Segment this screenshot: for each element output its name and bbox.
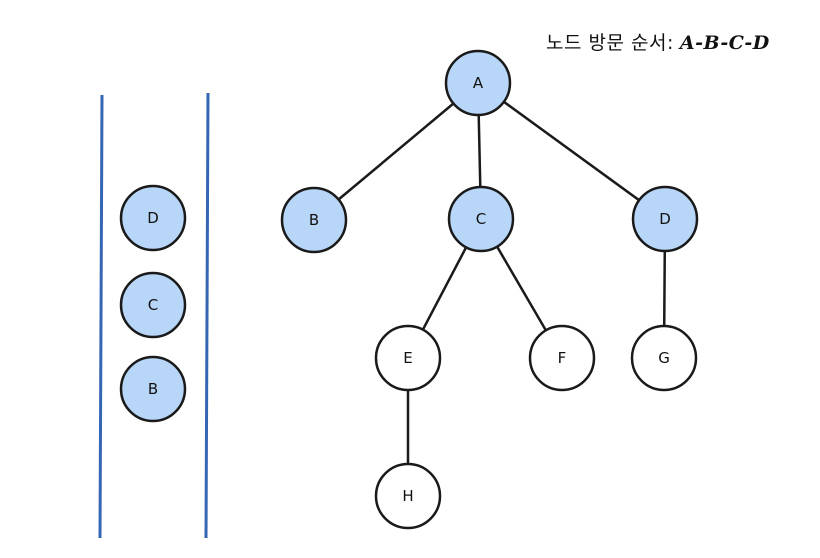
tree-node-b-circle — [280, 186, 348, 254]
queue-walls — [98, 92, 210, 539]
tree-node-e: E — [374, 324, 442, 392]
tree-node-a-label: A — [473, 74, 484, 92]
queue-node-d-label: D — [147, 209, 159, 227]
tree-node-c: C — [447, 185, 515, 253]
queue-node-b-circle — [119, 355, 187, 423]
queue-node-d: D — [119, 184, 187, 252]
edge-c-f — [496, 246, 547, 331]
queue-stack: D C B — [119, 184, 187, 423]
tree-edges — [337, 100, 667, 464]
tree-node-b: B — [280, 186, 348, 254]
tree-node-e-circle — [374, 324, 442, 392]
tree-node-f: F — [528, 324, 596, 392]
tree-node-d: D — [631, 185, 699, 253]
tree-node-h: H — [374, 462, 442, 530]
tree-node-b-label: B — [309, 211, 319, 229]
tree-node-a-circle — [444, 49, 512, 117]
tree-node-g-label: G — [658, 349, 670, 367]
tree-node-c-circle — [447, 185, 515, 253]
edge-a-b — [337, 102, 455, 201]
queue-node-c-circle — [119, 271, 187, 339]
queue-right-wall — [204, 92, 210, 539]
tree-node-f-label: F — [558, 349, 567, 367]
edge-c-e — [421, 246, 468, 331]
edge-d-g — [662, 250, 667, 327]
tree-node-c-label: C — [476, 210, 486, 228]
visit-order-caption: 노드 방문 순서:A-B-C-D — [546, 28, 770, 55]
tree-node-e-label: E — [403, 349, 412, 367]
tree-node-f-circle — [528, 324, 596, 392]
queue-node-c: C — [119, 271, 187, 339]
visit-order-label: 노드 방문 순서: — [546, 32, 674, 54]
tree-node-h-circle — [374, 462, 442, 530]
tree-node-d-circle — [631, 185, 699, 253]
queue-node-d-circle — [119, 184, 187, 252]
edge-a-c — [477, 114, 482, 188]
tree-node-g: G — [630, 324, 698, 392]
queue-node-c-label: C — [148, 296, 158, 314]
tree-node-a: A — [444, 49, 512, 117]
edge-a-d — [503, 100, 640, 202]
tree-node-h-label: H — [402, 487, 413, 505]
visit-order-value: A-B-C-D — [679, 32, 770, 54]
tree-nodes: A B C D E F G H — [280, 49, 699, 530]
queue-left-wall — [98, 94, 104, 539]
tree-node-d-label: D — [659, 210, 671, 228]
tree-node-g-circle — [630, 324, 698, 392]
queue-node-b: B — [119, 355, 187, 423]
queue-node-b-label: B — [148, 380, 158, 398]
